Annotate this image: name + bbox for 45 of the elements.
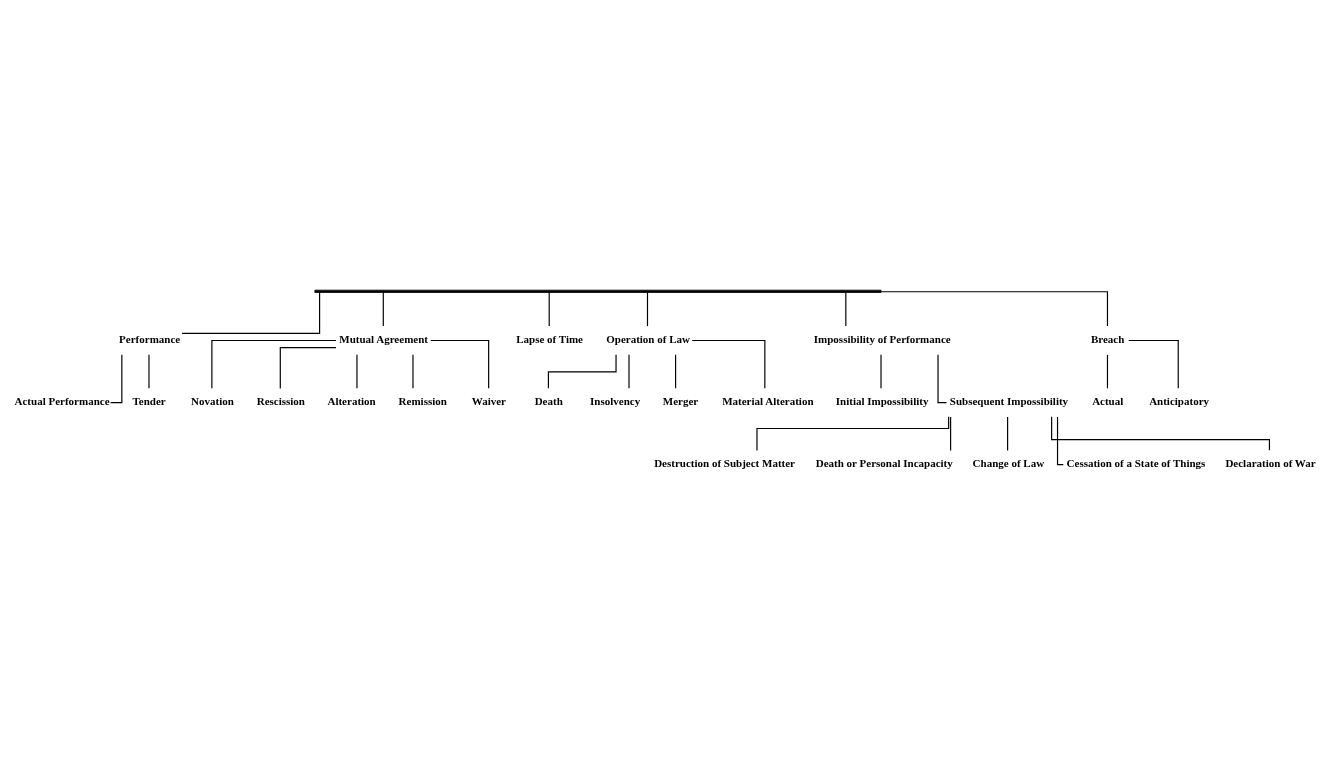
connector [950,416,952,451]
node-text: Remission [398,394,447,407]
node-text: Lapse of Time [516,332,584,345]
node-text: Subsequent Impossibility [949,394,1069,407]
node-text: Breach [1090,332,1125,345]
node-text: Initial Impossibility [835,394,929,407]
connector [279,346,337,389]
node-text: Destruction of Subject Matter [654,456,795,469]
connector [548,291,550,327]
node-text: Cessation of a State of Things [1066,456,1206,469]
connector [1128,339,1179,389]
node-text: Tender [132,394,166,407]
node-text: Material Alteration [722,394,814,407]
connector [430,339,490,389]
connector [211,339,337,389]
node-text: Impossibility of Performance [813,332,951,345]
connector [1007,416,1009,451]
node-text: Operation of Law [606,332,690,345]
connector [382,291,384,327]
connector [646,291,649,327]
connector [181,292,321,334]
node-text: Actual [1092,394,1124,407]
connector [1056,416,1064,466]
connector [756,416,950,451]
node-text: Performance [119,332,181,345]
node-text: Death or Personal Incapacity [815,456,953,469]
node-text: Novation [191,394,234,407]
connector [675,354,677,389]
connector [937,354,948,404]
node-text: Actual Performance [14,394,110,407]
node-text: Death [534,394,563,407]
node-text: Merger [662,394,699,407]
connector [1106,354,1109,389]
node-text: Declaration of War [1225,456,1316,469]
node-text: Change of Law [972,456,1045,469]
connector [845,291,847,327]
connector [880,291,1109,327]
node-text: Rescission [256,394,305,407]
node-text: Mutual Agreement [339,332,428,345]
node-text: Alteration [327,394,376,407]
node-text: Waiver [471,394,506,407]
connector [691,339,766,389]
node-bar [314,289,882,293]
node-text: Anticipatory [1149,394,1210,407]
node-text: Insolvency [590,394,641,407]
